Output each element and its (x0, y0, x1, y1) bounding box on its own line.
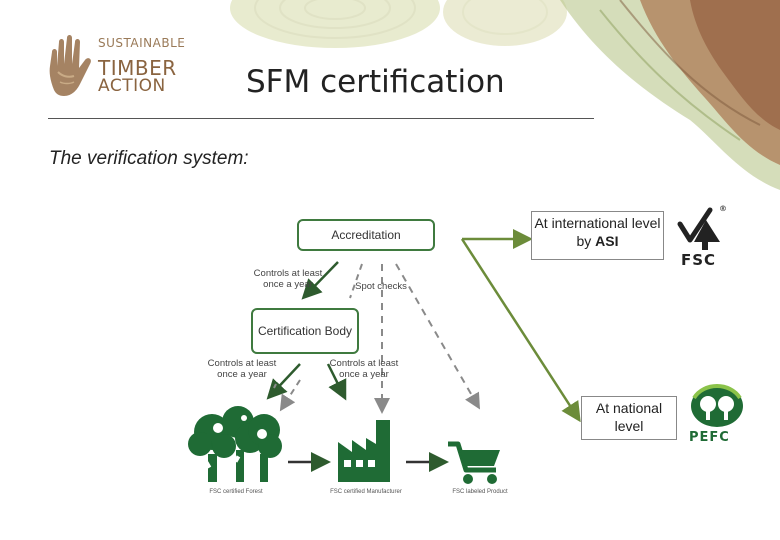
fsc-registered-mark: ® (719, 204, 727, 213)
fsc-tree-checkmark-icon (677, 207, 720, 250)
arrow-cert-dashed-left (279, 379, 301, 412)
title-divider (48, 118, 594, 119)
logo-text-action: ACTION (98, 76, 166, 96)
tree-ring-texture-right (560, 0, 780, 190)
label-controls-left: Controls at least once a year (207, 358, 277, 380)
logo-text-sustainable: SUSTAINABLE (98, 36, 186, 50)
arrow-cert-to-manufacturer (326, 363, 347, 401)
accreditation-box: Accreditation (297, 219, 435, 251)
callout-international: At international level by ASI (531, 211, 664, 260)
pefc-logo-text: PEFC (689, 430, 730, 445)
label-spot-checks: Spot checks (355, 281, 407, 292)
label-controls-right: Controls at least once a year (329, 358, 399, 380)
logo-text-timber: TIMBER (98, 56, 177, 80)
arrow-accred-to-cert (301, 261, 339, 300)
hand-logo-icon (49, 35, 91, 96)
arrow-cert-to-forest (266, 363, 301, 400)
arrow-spot-check-product (395, 263, 481, 410)
page-title: SFM certification (246, 64, 505, 100)
shopping-cart-icon (448, 441, 500, 484)
label-controls-top: Controls at least once a year (253, 268, 323, 290)
caption-manufacturer: FSC certified Manufacturer (330, 489, 402, 495)
callout-international-text: At international level by (534, 215, 661, 249)
arrow-cert-spot-lower (273, 383, 277, 389)
fsc-logo-text: FSC (681, 251, 717, 269)
caption-product: FSC labeled Product (452, 489, 508, 495)
tree-ring-texture-top (230, 0, 567, 48)
factory-icon (338, 420, 390, 482)
pefc-logo-icon (691, 384, 743, 427)
page-subtitle: The verification system: (49, 148, 249, 169)
caption-forest: FSC certified Forest (209, 489, 263, 495)
certification-body-box: Certification Body (251, 308, 359, 354)
forest-icon (188, 406, 282, 482)
connector-accred-to-national (460, 238, 581, 423)
callout-national: At national level (581, 396, 677, 440)
callout-international-emph: ASI (595, 233, 619, 249)
